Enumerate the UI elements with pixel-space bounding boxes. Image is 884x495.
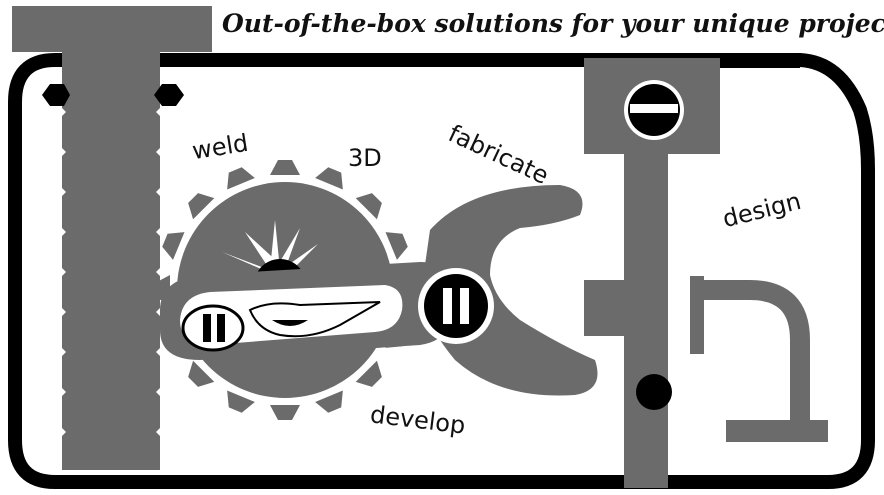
ratchet-icon [181,301,381,352]
screw-head-icon [418,268,494,344]
frame-rivet-right [154,84,184,106]
tagline: Out-of-the-box solutions for your unique… [222,9,884,38]
pipe-elbow-icon [690,280,810,420]
frame-rivet-left [42,84,70,106]
vertical-bracket [584,58,720,488]
bolt-shaft [62,52,160,470]
word-3d: 3D [348,144,382,172]
bolt-head [12,6,212,52]
frame-outline [8,53,875,489]
